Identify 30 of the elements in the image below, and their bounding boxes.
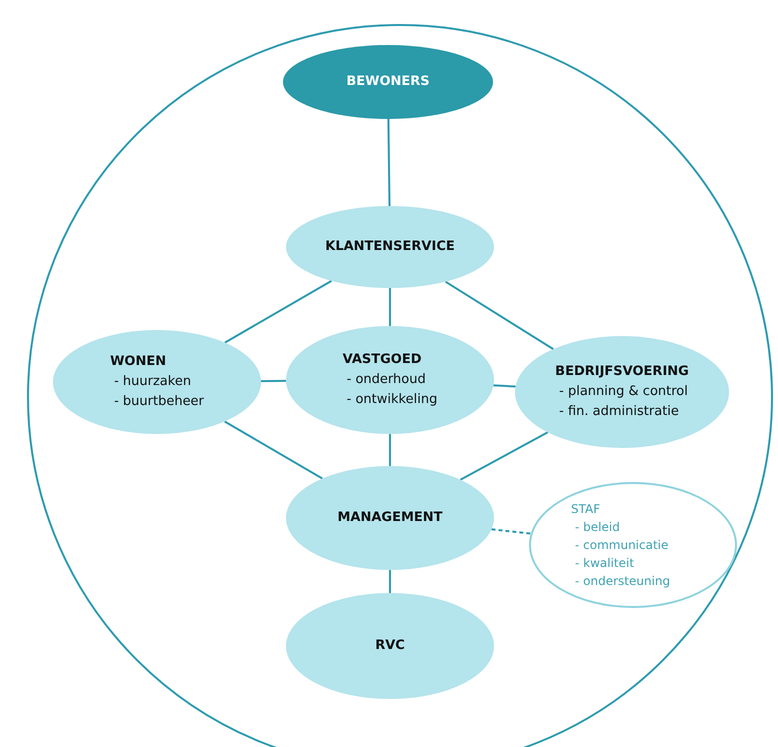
node-title: MANAGEMENT bbox=[337, 509, 443, 527]
connector-line bbox=[387, 118, 390, 206]
dashed-connector bbox=[491, 528, 531, 535]
connector-line bbox=[224, 420, 323, 480]
node-title: KLANTENSERVICE bbox=[325, 238, 455, 256]
node-title: WONEN bbox=[110, 353, 166, 371]
connector-line bbox=[493, 384, 516, 388]
list-item: - fin. administratie bbox=[558, 403, 679, 421]
list-item: - ondersteuning bbox=[574, 573, 670, 590]
connector-line bbox=[389, 434, 391, 466]
connector-line bbox=[261, 380, 286, 382]
node-title: BEDRIJFSVOERING bbox=[555, 363, 689, 381]
list-item: - kwaliteit bbox=[574, 555, 634, 572]
list-item: - buurtbeheer bbox=[113, 393, 204, 411]
connector-line bbox=[389, 570, 391, 593]
connector-line bbox=[389, 288, 391, 326]
node-title: BEWONERS bbox=[346, 73, 430, 91]
node-title: STAF bbox=[571, 501, 600, 518]
connector-line bbox=[224, 280, 332, 344]
staff-ellipse bbox=[529, 482, 737, 608]
list-item: - communicatie bbox=[574, 537, 668, 554]
list-item: - planning & control bbox=[558, 383, 688, 401]
list-item: - huurzaken bbox=[113, 373, 192, 391]
connector-line bbox=[444, 280, 554, 350]
connector-line bbox=[460, 431, 548, 481]
node-title: RVC bbox=[375, 637, 405, 655]
list-item: - onderhoud bbox=[346, 371, 426, 389]
list-item: - beleid bbox=[574, 519, 620, 536]
node-title: VASTGOED bbox=[342, 351, 422, 369]
list-item: - ontwikkeling bbox=[346, 391, 438, 409]
